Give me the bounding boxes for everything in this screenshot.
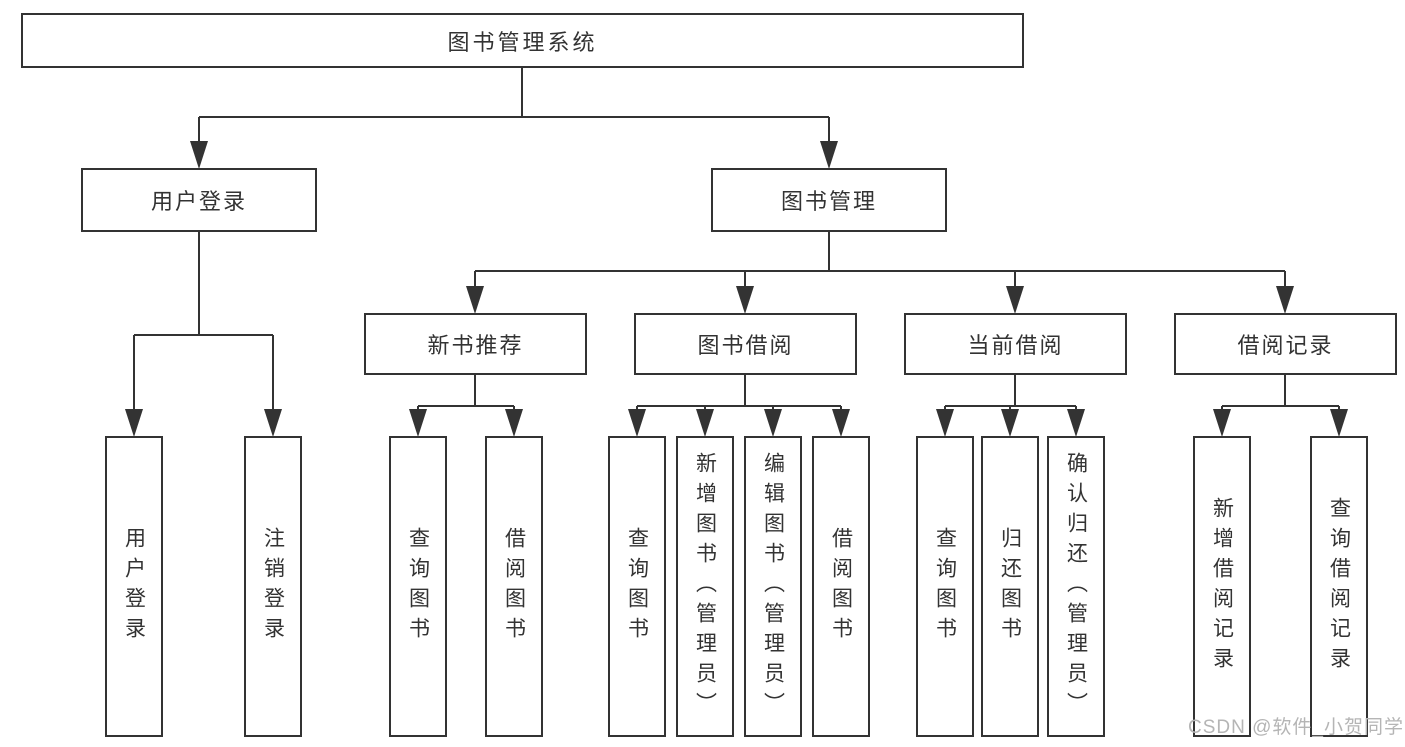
leaf-label: 注销登录: [261, 526, 286, 647]
leaf-label: 借阅图书: [829, 526, 854, 647]
leaf-label: 确认归还（管理员）: [1064, 451, 1089, 722]
node-root-label: 图书管理系统: [447, 29, 598, 55]
node-new-book-recommend: 新书推荐: [364, 313, 587, 375]
node-current-borrow: 当前借阅: [904, 313, 1127, 375]
leaf-add-books-admin: 新增图书（管理员）: [676, 436, 734, 737]
leaf-logout: 注销登录: [244, 436, 302, 737]
node-root-system: 图书管理系统: [21, 13, 1024, 68]
leaf-query-books-current: 查询图书: [916, 436, 974, 737]
leaf-borrow-books: 借阅图书: [812, 436, 870, 737]
leaf-user-login: 用户登录: [105, 436, 163, 737]
leaf-label: 用户登录: [122, 526, 147, 647]
leaf-label: 编辑图书（管理员）: [761, 451, 786, 722]
node-borrow-records: 借阅记录: [1174, 313, 1397, 375]
leaf-label: 查询图书: [933, 526, 958, 647]
leaf-add-borrow-record: 新增借阅记录: [1193, 436, 1251, 737]
node-label: 图书借阅: [697, 333, 794, 358]
leaf-label: 查询借阅记录: [1327, 496, 1352, 677]
leaf-label: 查询图书: [625, 526, 650, 647]
node-label: 用户登录: [150, 189, 247, 214]
leaf-label: 新增图书（管理员）: [693, 451, 718, 722]
node-label: 当前借阅: [967, 333, 1064, 358]
node-book-borrow: 图书借阅: [634, 313, 857, 375]
node-user-login-branch: 用户登录: [81, 168, 317, 232]
leaf-label: 新增借阅记录: [1210, 496, 1235, 677]
node-label: 借阅记录: [1237, 333, 1334, 358]
leaf-label: 归还图书: [998, 526, 1023, 647]
leaf-return-books: 归还图书: [981, 436, 1039, 737]
node-label: 新书推荐: [427, 333, 524, 358]
leaf-borrow-books-recommend: 借阅图书: [485, 436, 543, 737]
leaf-label: 借阅图书: [502, 526, 527, 647]
leaf-edit-books-admin: 编辑图书（管理员）: [744, 436, 802, 737]
leaf-label: 查询图书: [406, 526, 431, 647]
leaf-query-books: 查询图书: [608, 436, 666, 737]
leaf-query-borrow-record: 查询借阅记录: [1310, 436, 1368, 737]
leaf-query-books-recommend: 查询图书: [389, 436, 447, 737]
node-book-management-branch: 图书管理: [711, 168, 947, 232]
leaf-confirm-return-admin: 确认归还（管理员）: [1047, 436, 1105, 737]
node-label: 图书管理: [780, 189, 877, 214]
csdn-watermark: CSDN @软件_小贺同学: [1188, 717, 1404, 738]
